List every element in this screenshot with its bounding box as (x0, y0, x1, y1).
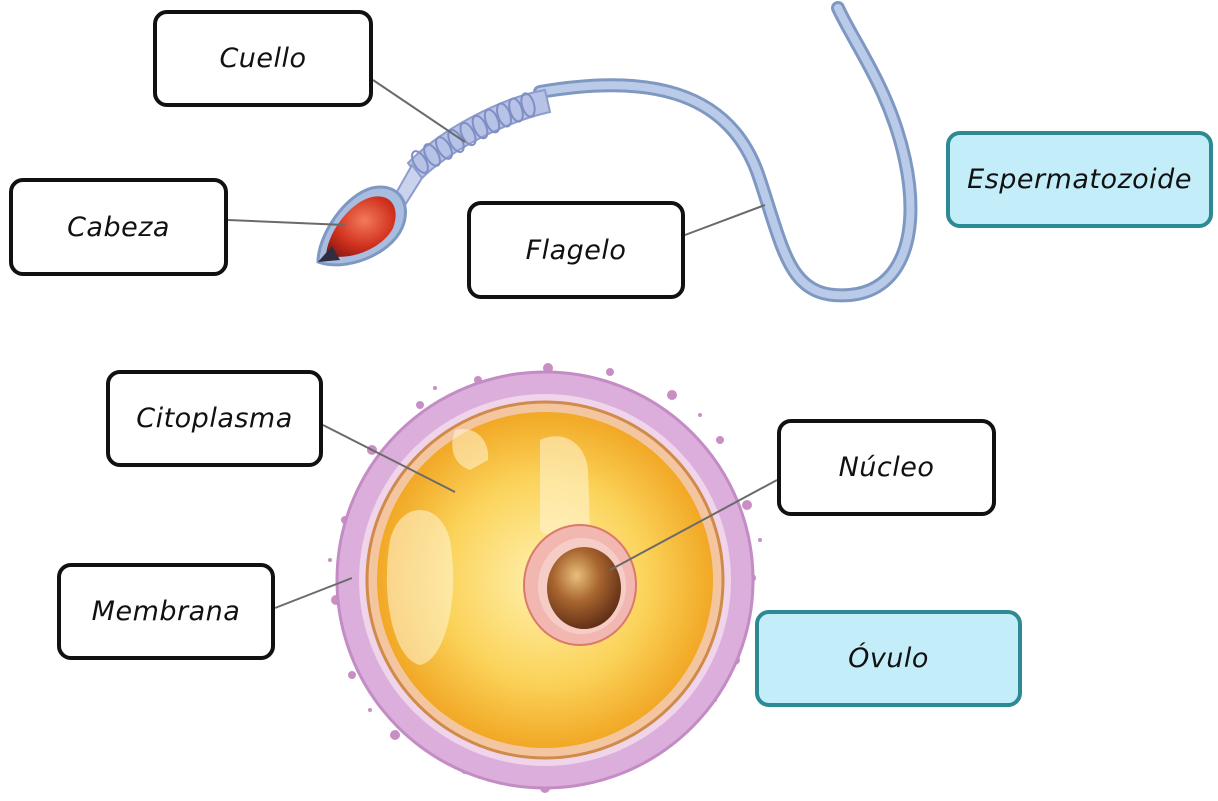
leader-cuello (373, 80, 465, 142)
label-cuello: Cuello (153, 10, 373, 107)
label-cuello-text: Cuello (219, 43, 306, 74)
label-nucleo: Núcleo (777, 419, 996, 516)
ovum-illustration (328, 363, 762, 793)
label-flagelo: Flagelo (467, 201, 685, 299)
title-ovulo-text: Óvulo (848, 643, 929, 674)
label-cabeza-text: Cabeza (67, 212, 170, 243)
label-flagelo-text: Flagelo (526, 235, 627, 266)
label-citoplasma: Citoplasma (106, 370, 323, 467)
label-membrana-text: Membrana (92, 596, 241, 627)
label-membrana: Membrana (57, 563, 275, 660)
label-citoplasma-text: Citoplasma (136, 403, 293, 434)
label-nucleo-text: Núcleo (839, 452, 935, 483)
label-cabeza: Cabeza (9, 178, 228, 276)
leader-cabeza (228, 220, 345, 225)
ovum-nucleus (547, 547, 621, 629)
title-espermatozoide-text: Espermatozoide (967, 164, 1192, 195)
title-ovulo: Óvulo (755, 610, 1022, 707)
title-espermatozoide: Espermatozoide (946, 131, 1213, 228)
leader-flagelo (685, 205, 765, 235)
